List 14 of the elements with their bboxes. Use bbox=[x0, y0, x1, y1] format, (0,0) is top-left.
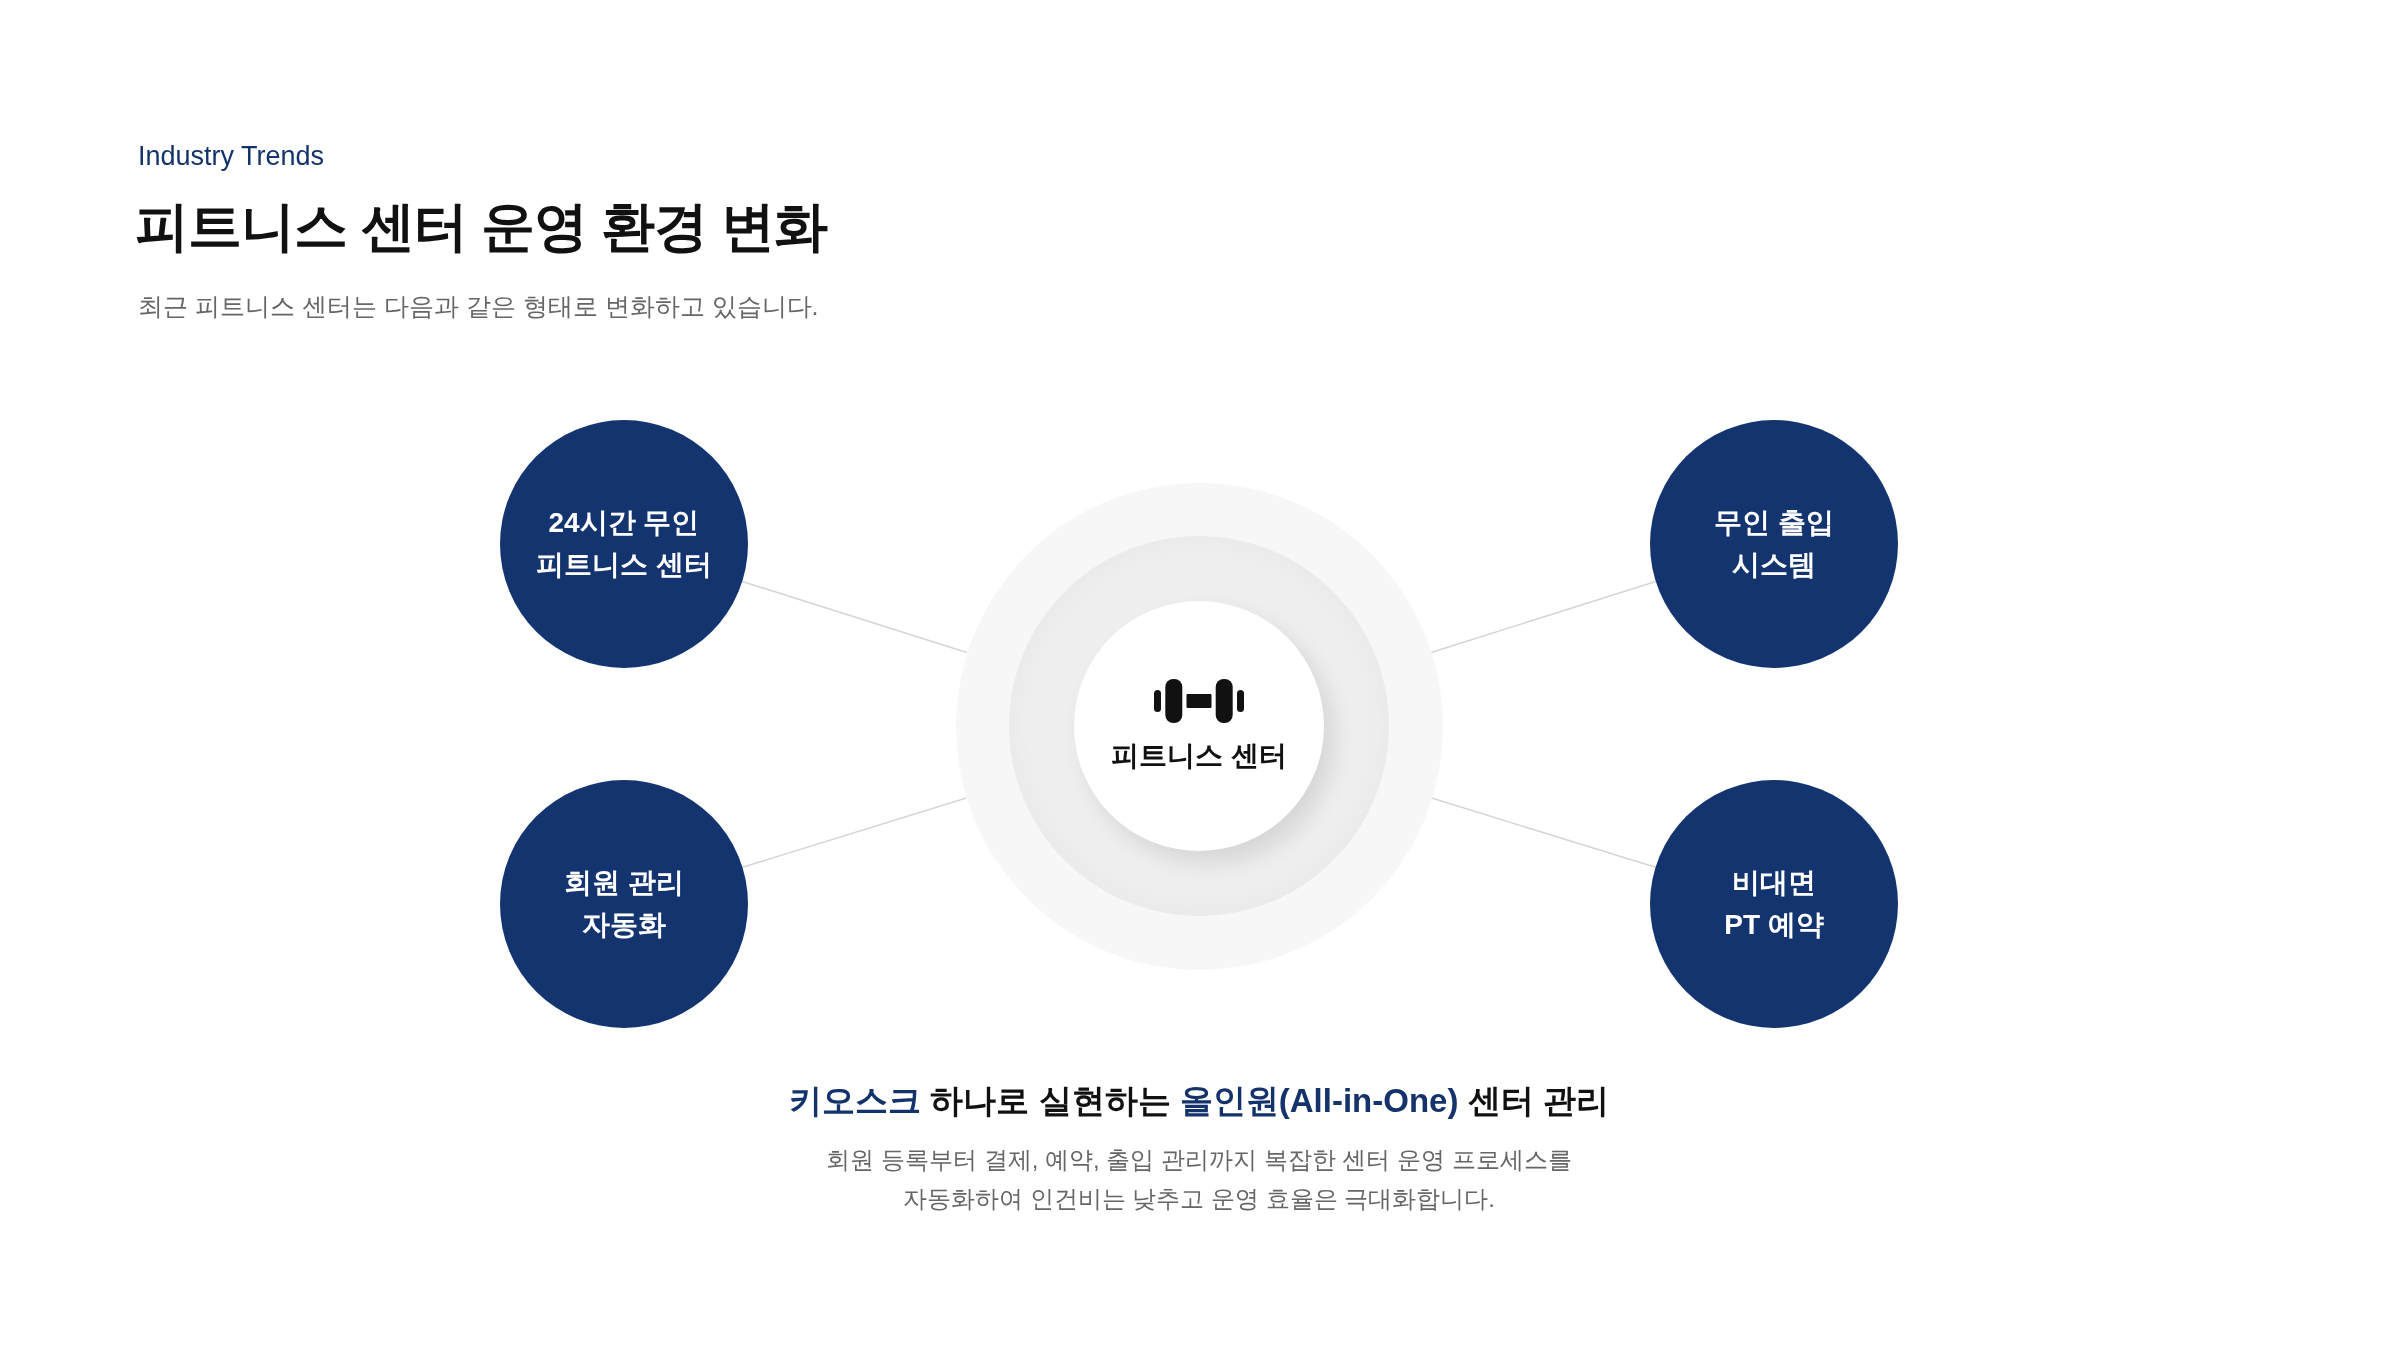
subtitle: 최근 피트니스 센터는 다음과 같은 형태로 변화하고 있습니다. bbox=[138, 291, 819, 322]
summary-paragraph: 회원 등록부터 결제, 예약, 출입 관리까지 복잡한 센터 운영 프로세스를 자동화하여 인건비는 낮추고 운영 효율은 극대화합니다. bbox=[825, 1145, 1573, 1214]
circle-label: 비대면 PT 예약 bbox=[1723, 866, 1825, 942]
connector-line bbox=[741, 797, 968, 869]
summary-heading: 키오스크 하나로 실현하는 올인원(All-in-One) 센터 관리 bbox=[789, 1081, 1609, 1121]
connector-line bbox=[1430, 580, 1657, 654]
circle-label: 무인 출입 시스템 bbox=[1713, 506, 1835, 582]
connector-line bbox=[741, 580, 968, 654]
page-title: 피트니스 센터 운영 환경 변화 bbox=[135, 195, 827, 258]
hub-label: 피트니스 센터 bbox=[1111, 739, 1287, 773]
connector-line bbox=[1430, 797, 1657, 869]
circle-label: 24시간 무인 피트니스 센터 bbox=[535, 506, 713, 582]
section-label: Industry Trends bbox=[138, 140, 325, 172]
circle-label: 회원 관리 자동화 bbox=[563, 866, 685, 942]
